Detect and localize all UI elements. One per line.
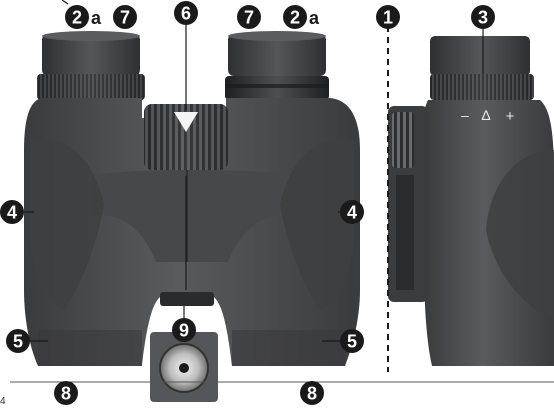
svg-text:4: 4 — [347, 203, 357, 223]
right-eyecup-top — [228, 31, 326, 41]
svg-text:a: a — [309, 8, 320, 28]
callout-2a-left: 2 a — [65, 5, 102, 29]
right-grip — [280, 138, 354, 310]
svg-text:2: 2 — [72, 8, 82, 28]
svg-text:5: 5 — [13, 332, 23, 352]
svg-text:4: 4 — [7, 203, 17, 223]
callout-4-left: 4 — [0, 200, 24, 224]
svg-text:9: 9 — [179, 321, 189, 341]
callout-5-right: 5 — [340, 329, 364, 353]
side-view: – ∆ + — [388, 36, 554, 366]
svg-text:a: a — [91, 8, 102, 28]
diopter-mid: ∆ — [482, 107, 491, 123]
callout-8-right: 8 — [300, 381, 324, 405]
svg-text:6: 6 — [181, 4, 191, 24]
side-grip — [486, 150, 554, 320]
tripod-socket — [160, 292, 214, 306]
svg-text:3: 3 — [478, 8, 488, 28]
front-view — [24, 31, 360, 402]
callout-9: 9 — [172, 318, 196, 342]
callout-3: 3 — [471, 5, 495, 29]
page-number: 4 — [0, 396, 6, 407]
diopter-minus: – — [461, 107, 469, 123]
center-bridge — [92, 169, 292, 262]
callout-6: 6 — [174, 1, 198, 25]
left-eyecup — [42, 34, 140, 76]
svg-text:2: 2 — [290, 8, 300, 28]
callout-7-left: 7 — [113, 5, 137, 29]
svg-text:7: 7 — [244, 8, 254, 28]
svg-text:5: 5 — [347, 332, 357, 352]
callout-4-right: 4 — [340, 200, 364, 224]
callout-7-right: 7 — [237, 5, 261, 29]
svg-text:7: 7 — [120, 8, 130, 28]
diopter-plus: + — [506, 108, 515, 125]
svg-text:1: 1 — [383, 8, 393, 28]
callout-2a-right: 2 a — [283, 5, 320, 29]
callout-5-left: 5 — [6, 329, 30, 353]
focus-wheel[interactable] — [144, 104, 228, 170]
left-eyecup-top — [42, 31, 140, 41]
svg-text:8: 8 — [61, 384, 71, 404]
callout-1: 1 — [376, 5, 400, 29]
right-eyecup — [228, 34, 326, 76]
callout-8-left: 8 — [54, 381, 78, 405]
svg-text:8: 8 — [307, 384, 317, 404]
side-eyecup — [430, 36, 530, 76]
left-grip — [30, 138, 104, 310]
